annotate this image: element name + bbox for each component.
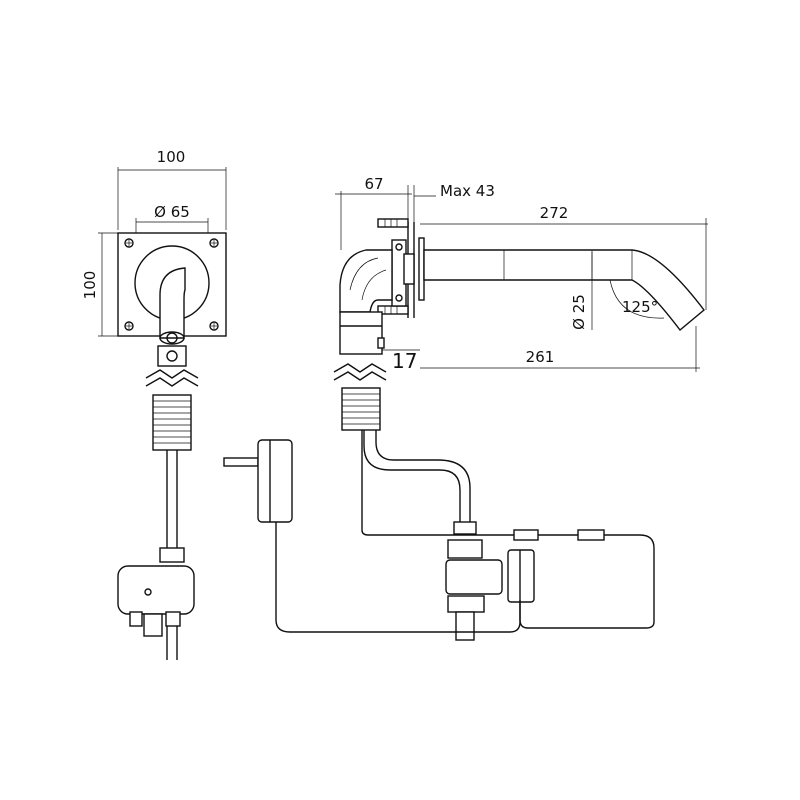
side-view: 67 Max 43 272 261 17 — [333, 175, 708, 641]
side-rosette — [418, 237, 425, 301]
spout-angle-label: 125° — [622, 298, 658, 316]
adapter-body — [257, 439, 293, 523]
dim-offset: 17 — [382, 349, 420, 373]
side-supply-hose — [363, 430, 461, 522]
dim-front-width: 100 — [117, 148, 227, 230]
plate-screws — [124, 238, 219, 331]
adapter-cable — [275, 540, 521, 633]
side-spout — [423, 249, 705, 332]
front-valve-body — [117, 565, 195, 615]
power-adapter — [223, 439, 521, 633]
offset-label: 17 — [392, 349, 417, 373]
dim-front-height: 100 — [81, 232, 118, 337]
spout-diameter-label: Ø 25 — [570, 294, 588, 330]
front-view: 100 Ø 65 100 — [81, 148, 227, 660]
front-diameter-label: Ø 65 — [154, 203, 190, 221]
dim-spout-diameter: Ø 25 — [570, 252, 593, 330]
spout-reach-label: 261 — [526, 348, 555, 366]
spout-length-label: 272 — [540, 204, 569, 222]
front-connector — [157, 345, 187, 367]
side-valve-body — [447, 539, 483, 559]
front-height-label: 100 — [81, 271, 99, 300]
front-corrugated-hose — [152, 394, 192, 451]
front-width-label: 100 — [157, 148, 186, 166]
dim-spout-angle: 125° — [609, 279, 665, 319]
dim-spout-reach: 261 — [420, 326, 700, 372]
side-elbow — [339, 249, 393, 313]
side-depth-label: 67 — [364, 175, 383, 193]
side-corrugated-hose — [341, 387, 381, 431]
side-housing — [339, 311, 383, 355]
dim-spout-length: 272 — [420, 204, 708, 310]
max-wall-label: Max 43 — [440, 182, 495, 200]
dim-max-wall: Max 43 — [413, 182, 495, 232]
adapter-plug-pins — [223, 457, 259, 467]
front-spout — [159, 267, 186, 339]
dim-side-depth: 67 — [335, 175, 412, 250]
